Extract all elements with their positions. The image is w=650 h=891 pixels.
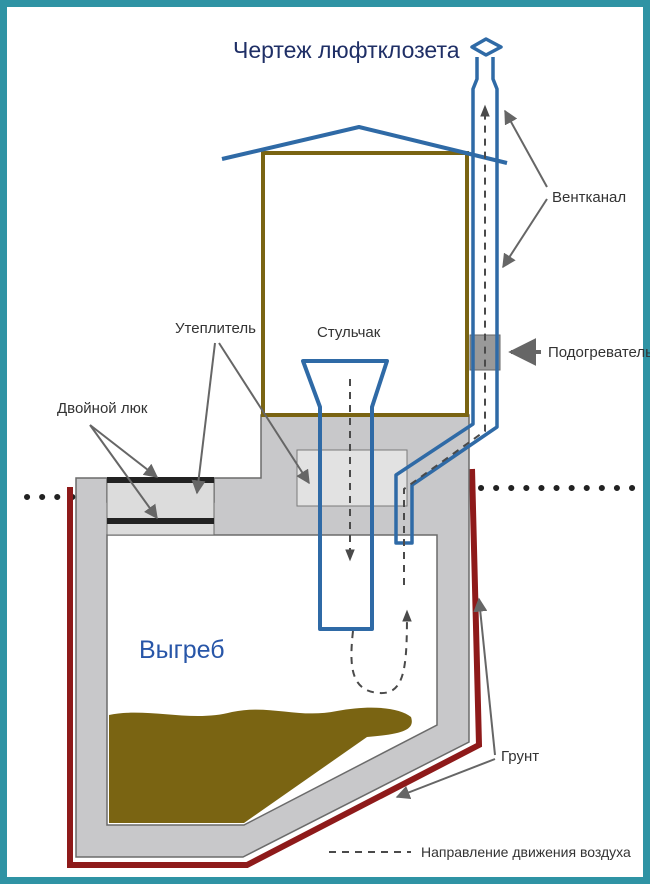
- airflow-up-vent: [403, 104, 490, 585]
- label-heater: Подогреватель: [548, 344, 650, 361]
- vent-cap: [470, 37, 503, 57]
- arrow-hatch-bottom: [89, 424, 158, 520]
- arrow-vent-top: [504, 109, 548, 188]
- hatch-lid-bottom: [107, 518, 214, 524]
- label-insulation: Утеплитель: [175, 320, 256, 337]
- arrow-soil-bottom: [395, 758, 496, 799]
- airflow-loop: [350, 609, 412, 695]
- arrow-vent-bottom: [502, 198, 548, 269]
- diagram-title: Чертеж люфтклозета: [233, 37, 460, 63]
- arrow-soil-side: [473, 597, 496, 756]
- label-soil: Грунт: [501, 748, 539, 765]
- label-airflow: Направление движения воздуха: [421, 844, 631, 860]
- hatch-lid-top: [107, 477, 214, 483]
- label-vent: Вентканал: [552, 189, 626, 206]
- insulation-block: [296, 449, 408, 507]
- arrow-insulation-hatch: [191, 342, 216, 495]
- waste: [109, 707, 412, 823]
- soil-outline: [67, 468, 483, 868]
- roof: [221, 125, 508, 165]
- arrow-hatch-top: [89, 424, 159, 478]
- label-seat: Стульчак: [317, 324, 381, 341]
- label-double-hatch: Двойной люк: [57, 400, 148, 417]
- label-pit: Выгреб: [139, 636, 225, 664]
- cabin: [261, 151, 469, 417]
- luftcloset-diagram: Чертеж люфтклозета Вентканал Подогревате…: [24, 37, 650, 868]
- toilet-seat-chute: [301, 359, 389, 631]
- arrow-insulation-block: [218, 342, 310, 485]
